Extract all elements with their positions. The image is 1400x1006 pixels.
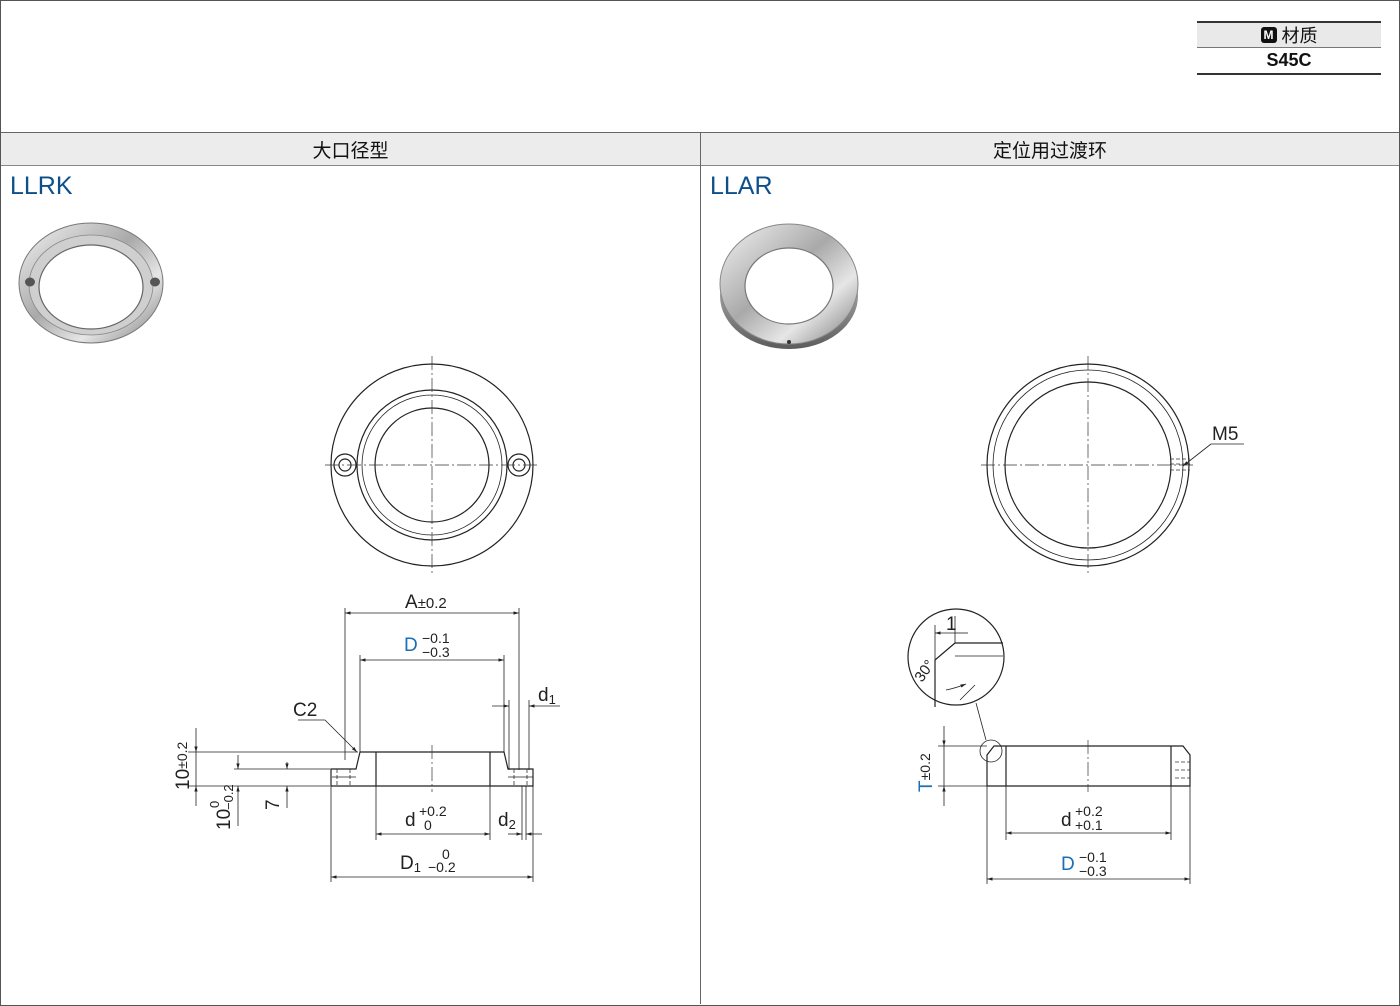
left-section-header: 大口径型: [1, 132, 700, 166]
llar-dim-d-outer-upper: −0.1: [1079, 849, 1107, 865]
dim-d-inner-upper: +0.2: [419, 803, 447, 819]
detail-angle: 30°: [911, 657, 938, 685]
material-label: 材质: [1281, 26, 1318, 46]
right-product-code: LLAR: [710, 172, 773, 200]
dim-d1-outer-lower: −0.2: [428, 859, 456, 875]
llrk-product-photo: [18, 222, 164, 344]
section-divider: [700, 132, 701, 1004]
svg-text:0: 0: [207, 801, 222, 808]
dim-height-7: 7: [263, 799, 284, 810]
right-section-header: 定位用过渡环: [701, 132, 1399, 166]
dim-d-inner: d: [405, 810, 416, 831]
llar-detail-view: [907, 608, 1005, 763]
svg-text:T±0.2: T±0.2: [916, 753, 937, 792]
llar-dim-d-outer-lower: −0.3: [1079, 863, 1107, 879]
svg-text:−0.2: −0.2: [221, 784, 236, 810]
dim-a: A±0.2: [405, 592, 447, 613]
dim-d1-outer: D1: [400, 853, 421, 875]
llar-dim-d-inner: d: [1061, 810, 1072, 831]
svg-text:10: 10: [214, 809, 235, 830]
left-product-code: LLRK: [10, 172, 73, 200]
material-header: M 材质: [1197, 21, 1381, 48]
svg-text:30°: 30°: [911, 657, 938, 685]
dim-d1: d1: [538, 685, 556, 707]
llar-side-view: [986, 740, 1191, 792]
dim-height-10b: 10 0 −0.2: [207, 784, 236, 830]
llar-dim-d-inner-lower: +0.1: [1075, 817, 1103, 833]
dim-d2: d2: [498, 810, 516, 832]
dim-thickness-t: T±0.2: [916, 753, 937, 792]
dim-chamfer: C2: [293, 700, 317, 721]
dim-d-outer: D: [404, 635, 418, 656]
llar-dim-d-outer: D: [1061, 854, 1075, 875]
llrk-side-view: [330, 745, 534, 792]
llrk-top-view: [325, 356, 540, 574]
dim-d-outer-upper: −0.1: [422, 630, 450, 646]
dim-height-10: 10±0.2: [173, 742, 194, 791]
llar-dimensions: [938, 726, 1191, 884]
llar-product-photo: [719, 223, 859, 349]
dim-thread-m5: M5: [1212, 424, 1238, 445]
svg-text:7: 7: [263, 799, 284, 810]
svg-text:10±0.2: 10±0.2: [173, 742, 194, 791]
material-box: M 材质 S45C: [1197, 21, 1381, 75]
llrk-dimensions: [188, 608, 560, 882]
dim-d-outer-lower: −0.3: [422, 644, 450, 660]
detail-chamfer-1: 1: [946, 614, 957, 635]
material-m-icon: M: [1260, 27, 1277, 43]
dim-d1-outer-upper: 0: [442, 846, 450, 862]
llar-top-view: [981, 356, 1244, 574]
dim-d-inner-lower: 0: [424, 817, 432, 833]
material-value: S45C: [1197, 48, 1381, 75]
llar-dim-d-inner-upper: +0.2: [1075, 803, 1103, 819]
